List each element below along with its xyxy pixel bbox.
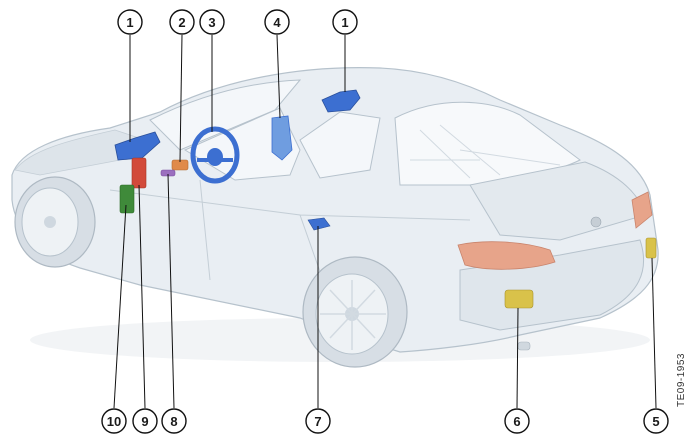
component-yellow-module-side xyxy=(645,237,657,259)
taillight-right xyxy=(631,191,653,229)
svg-text:7: 7 xyxy=(314,414,321,429)
svg-text:9: 9 xyxy=(141,414,148,429)
svg-text:4: 4 xyxy=(273,15,281,30)
svg-text:10: 10 xyxy=(107,414,121,429)
callout-1a: 1 xyxy=(117,9,143,35)
callout-6: 6 xyxy=(504,408,530,434)
component-yellow-module-rear xyxy=(504,289,534,309)
rear-side-window xyxy=(299,111,381,179)
svg-text:8: 8 xyxy=(170,414,177,429)
exhaust-tip xyxy=(517,341,531,351)
component-green-module xyxy=(119,184,135,214)
callout-8: 8 xyxy=(161,408,187,434)
svg-text:5: 5 xyxy=(652,414,659,429)
leader-lines xyxy=(113,34,657,409)
callout-1b: 1 xyxy=(332,9,358,35)
callout-7: 7 xyxy=(305,408,331,434)
component-airbag-front-left xyxy=(114,131,161,161)
rear-interior-lines xyxy=(410,124,561,179)
component-seat-airbag xyxy=(271,115,293,161)
front-wheel xyxy=(14,176,96,268)
callout-5: 5 xyxy=(643,408,669,434)
rear-wheel xyxy=(302,256,408,368)
logo-badge xyxy=(590,216,602,228)
svg-text:1: 1 xyxy=(126,15,133,30)
svg-text:3: 3 xyxy=(208,15,215,30)
callout-4: 4 xyxy=(264,9,290,35)
component-airbag-roof xyxy=(321,89,361,113)
component-door-sensor xyxy=(307,217,331,231)
component-red-module xyxy=(131,157,147,189)
callout-9: 9 xyxy=(132,408,158,434)
windshield xyxy=(149,79,302,151)
callout-2: 2 xyxy=(169,9,195,35)
callout-10: 10 xyxy=(101,408,127,434)
svg-text:1: 1 xyxy=(341,15,348,30)
svg-text:2: 2 xyxy=(178,15,185,30)
svg-text:6: 6 xyxy=(513,414,520,429)
taillight-left xyxy=(457,241,556,270)
document-code: TE09-1953 xyxy=(676,353,687,407)
trunk xyxy=(469,161,646,241)
callout-3: 3 xyxy=(199,9,225,35)
component-steering-wheel xyxy=(190,126,240,184)
